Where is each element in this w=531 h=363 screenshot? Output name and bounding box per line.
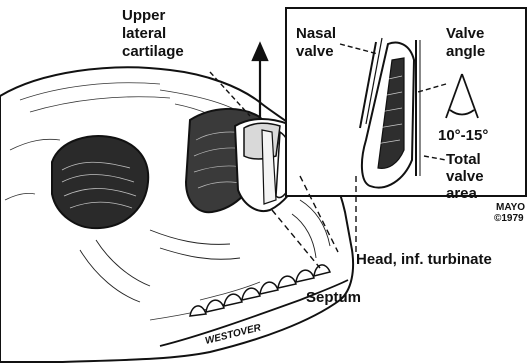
label-valve-angle-2: angle (446, 43, 485, 60)
label-total-valve-1: Total (446, 151, 481, 168)
credit-year: ©1979 (494, 213, 524, 224)
label-total-valve-2: valve (446, 168, 484, 185)
label-total-valve-3: area (446, 185, 478, 202)
label-valve-angle-1: Valve (446, 25, 484, 42)
label-upper-lateral-3: cartilage (122, 43, 184, 60)
label-nasal-valve-2: valve (296, 43, 334, 60)
label-angle-value: 10°-15° (438, 127, 488, 144)
credit-mayo: MAYO (496, 202, 525, 213)
label-upper-lateral-1: Upper (122, 7, 166, 24)
label-upper-lateral-2: lateral (122, 25, 166, 42)
label-nasal-valve-1: Nasal (296, 25, 336, 42)
label-septum: Septum (306, 289, 361, 306)
label-head-turbinate: Head, inf. turbinate (356, 251, 492, 268)
